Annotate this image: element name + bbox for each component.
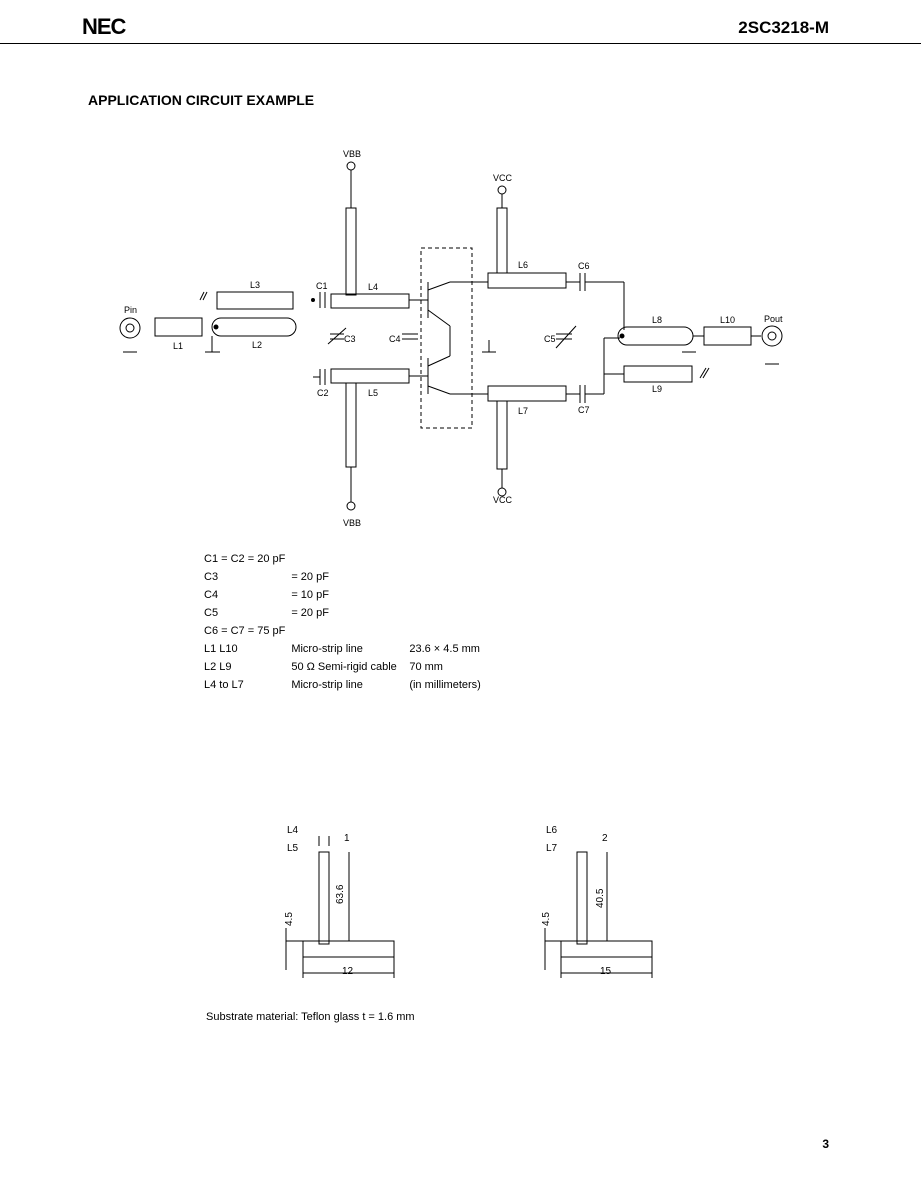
component-value-row: C3 = 20 pF [204, 568, 487, 586]
header-rule [0, 43, 921, 44]
label-c3: C3 [344, 334, 356, 344]
label-c2: C2 [317, 388, 329, 398]
component-value-row: C4 = 10 pF [204, 586, 487, 604]
component-value-cell: C5 [204, 607, 219, 619]
component-value-cell [291, 622, 409, 640]
component-value-cell [409, 550, 487, 568]
component-value-cell: L1 L10 [204, 643, 238, 655]
application-circuit-schematic: VBB VBB VCC VCC Pin Pout L1 L2 L3 L4 L5 … [119, 149, 783, 528]
dim-right-width: 2 [602, 833, 608, 844]
label-l5: L5 [368, 388, 378, 398]
label-l2: L2 [252, 340, 262, 350]
label-l4: L4 [368, 282, 378, 292]
component-value-cell [409, 604, 487, 622]
dim-left-label-top: L4 [287, 825, 299, 836]
component-value-cell: 50 Ω Semi-rigid cable [291, 661, 397, 673]
label-vcc-top: VCC [493, 173, 513, 183]
component-value-row: C5 = 20 pF [204, 604, 487, 622]
label-vbb-top: VBB [343, 149, 361, 159]
component-value-cell: 70 mm [409, 661, 443, 673]
section-title: APPLICATION CIRCUIT EXAMPLE [88, 92, 315, 108]
component-value-row: C6 = C7 = 75 pF [204, 622, 487, 640]
dim-left-label-bottom: L5 [287, 843, 299, 854]
label-c1: C1 [316, 281, 328, 291]
label-c5: C5 [544, 334, 556, 344]
dim-left-foot: 4.5 [284, 912, 295, 926]
component-value-cell: C6 = C7 = 75 pF [204, 625, 286, 637]
component-value-row: L2 L9 50 Ω Semi-rigid cable 70 mm [204, 658, 487, 676]
dim-left-height: 63.6 [335, 884, 346, 904]
component-value-cell: C4 [204, 589, 219, 601]
dim-right-label-top: L6 [546, 825, 558, 836]
part-number: 2SC3218-M [738, 18, 829, 37]
dim-right-base: 15 [600, 966, 612, 977]
label-l1: L1 [173, 341, 183, 351]
component-value-row: L4 to L7 Micro-strip line (in millimeters) [204, 676, 487, 694]
dim-left-base: 12 [342, 966, 354, 977]
component-value-cell: Micro-strip line [291, 643, 363, 655]
component-value-cell [409, 622, 487, 640]
label-l6: L6 [518, 260, 528, 270]
page-number: 3 [822, 1137, 829, 1151]
component-value-cell [291, 550, 409, 568]
component-value-row: L1 L10 Micro-strip line 23.6 × 4.5 mm [204, 640, 487, 658]
component-value-cell: C3 [204, 571, 219, 583]
label-c4: C4 [389, 334, 401, 344]
dim-right-label-bottom: L7 [546, 843, 558, 854]
label-l3: L3 [250, 280, 260, 290]
label-vcc-bottom: VCC [493, 495, 513, 505]
label-vbb-bottom: VBB [343, 518, 361, 528]
microstrip-dimension-drawings: L4 L5 1 63.6 4.5 12 L6 L7 2 40.5 4.5 15 [284, 825, 653, 978]
substrate-note: Substrate material: Teflon glass t = 1.6… [206, 1011, 415, 1023]
component-values-table: C1 = C2 = 20 pF C3 = 20 pF C4 = 10 pF C5 = 20 … [204, 550, 487, 694]
label-l8: L8 [652, 315, 662, 325]
label-l7: L7 [518, 406, 528, 416]
dim-right-foot: 4.5 [541, 912, 552, 926]
component-value-cell: L2 L9 [204, 661, 232, 673]
component-value-cell: = 20 pF [291, 607, 329, 619]
component-value-cell: Micro-strip line [291, 679, 363, 691]
label-c7: C7 [578, 405, 590, 415]
component-value-row: C1 = C2 = 20 pF [204, 550, 487, 568]
label-l9: L9 [652, 384, 662, 394]
component-value-cell: C1 = C2 = 20 pF [204, 553, 286, 565]
component-value-cell: = 10 pF [291, 589, 329, 601]
dim-left-width: 1 [344, 833, 350, 844]
label-pin: Pin [124, 305, 137, 315]
label-pout: Pout [764, 314, 783, 324]
label-l10: L10 [720, 315, 735, 325]
dim-right-height: 40.5 [595, 888, 606, 908]
component-value-cell: = 20 pF [291, 571, 329, 583]
component-value-cell: 23.6 × 4.5 mm [409, 643, 480, 655]
component-value-cell [409, 586, 487, 604]
component-value-cell [409, 568, 487, 586]
component-value-cell: (in millimeters) [409, 679, 481, 691]
component-value-cell: L4 to L7 [204, 679, 244, 691]
nec-logo: NEC [82, 14, 126, 39]
label-c6: C6 [578, 261, 590, 271]
